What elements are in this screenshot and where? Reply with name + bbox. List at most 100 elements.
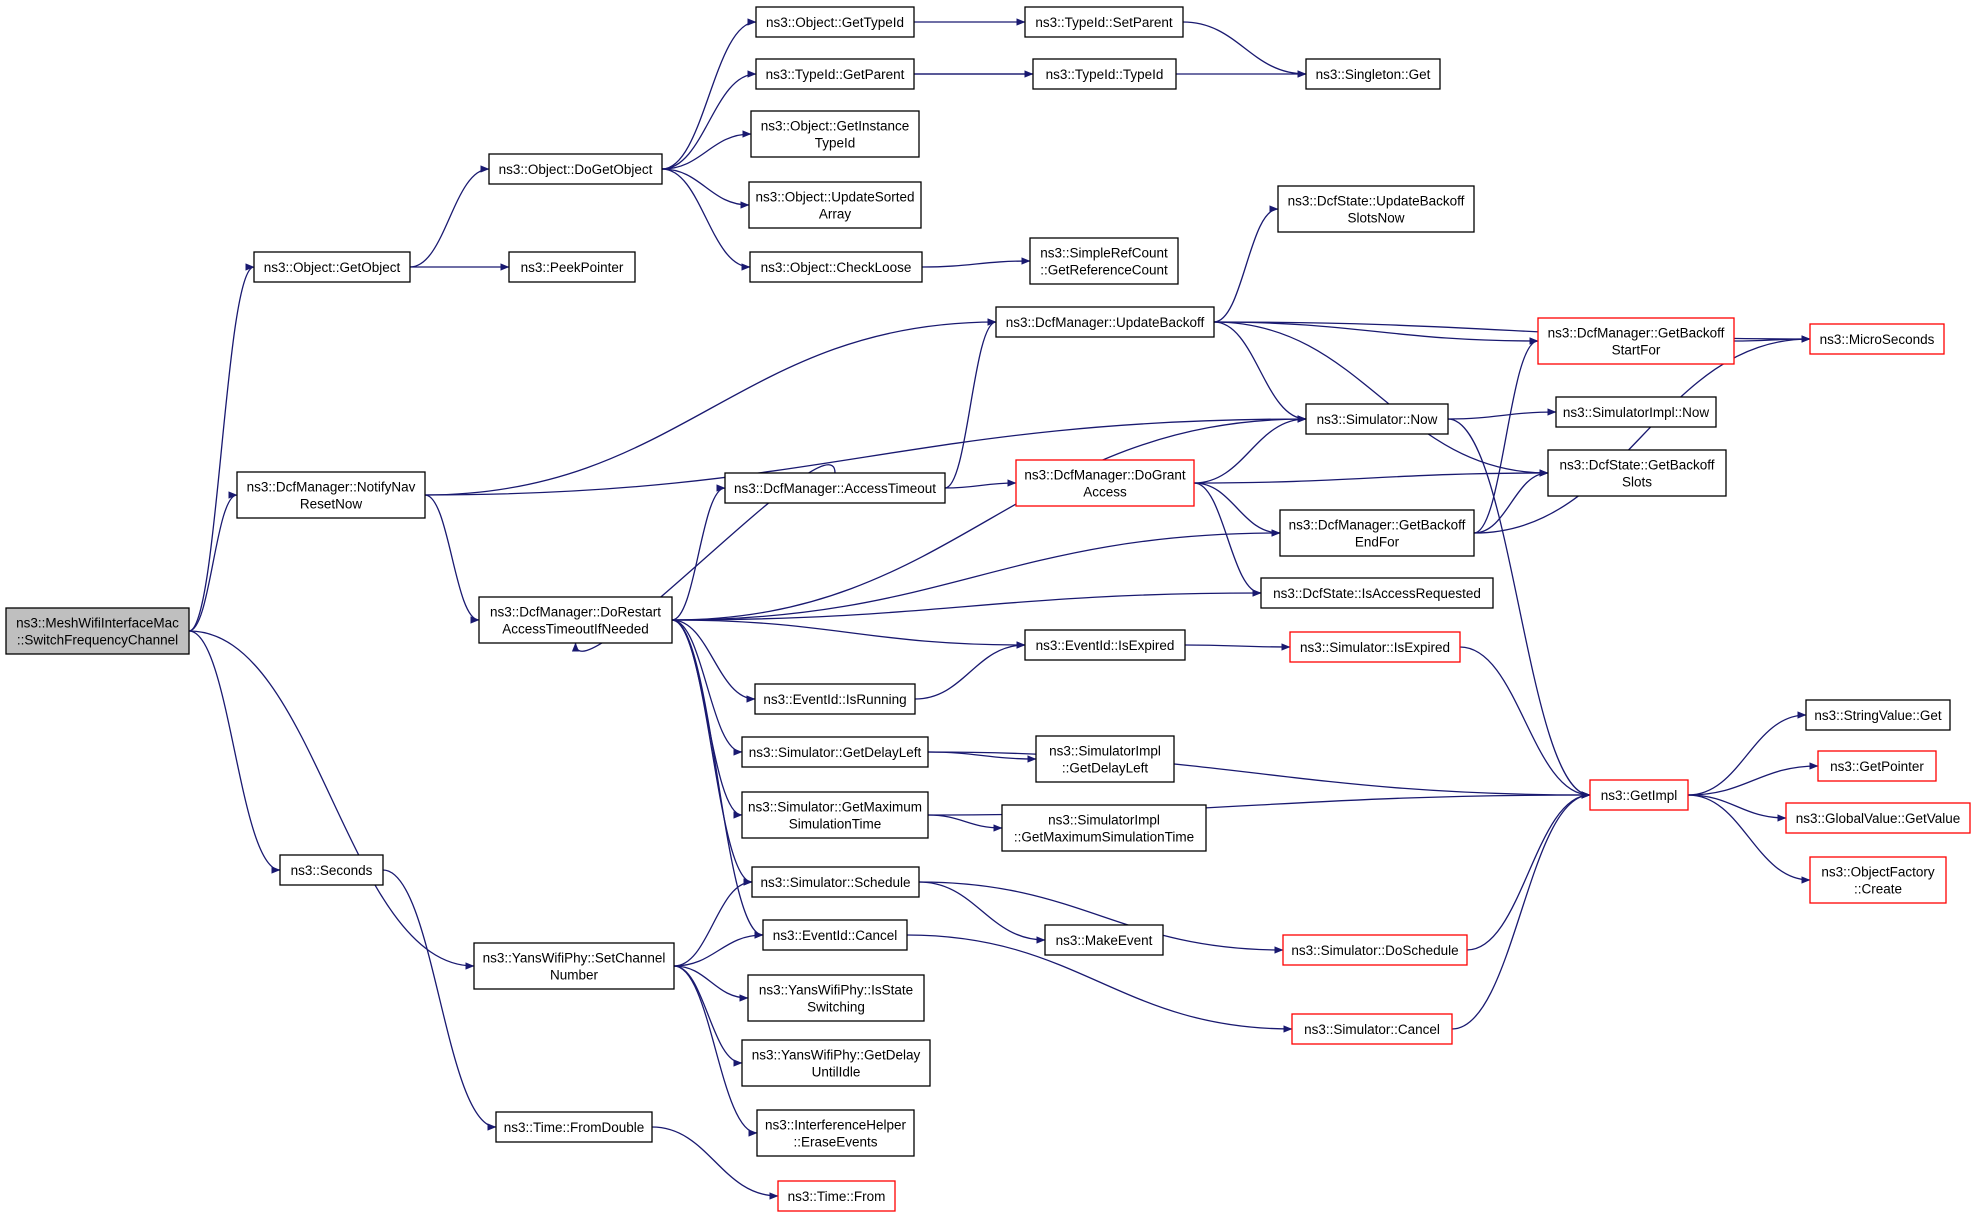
node-label-getinstancetypeid-0: ns3::Object::GetInstance (761, 119, 910, 134)
node-getdelayleft[interactable]: ns3::Simulator::GetDelayLeft (741, 736, 929, 768)
edge-notifynav-to-dorestart (424, 494, 480, 624)
node-label-makeevent-0: ns3::MakeEvent (1056, 933, 1153, 948)
node-simplerefcount[interactable]: ns3::SimpleRefCount::GetReferenceCount (1029, 237, 1179, 285)
node-objectfactorycreate[interactable]: ns3::ObjectFactory::Create (1809, 856, 1947, 904)
edge-updatebackoff-to-simulatornow (1213, 321, 1307, 423)
node-label-isaccessrequested-0: ns3::DcfState::IsAccessRequested (1273, 586, 1481, 601)
node-label-microseconds-0: ns3::MicroSeconds (1820, 332, 1935, 347)
edge-simulatornow-to-implnow (1447, 408, 1557, 420)
node-label-getobject-0: ns3::Object::GetObject (264, 260, 401, 275)
node-label-dograntaccess-0: ns3::DcfManager::DoGrant (1024, 468, 1186, 483)
node-schedule[interactable]: ns3::Simulator::Schedule (751, 866, 920, 898)
edge-root-to-getobject (188, 263, 255, 632)
node-peekpointer[interactable]: ns3::PeekPointer (508, 251, 636, 283)
node-gettypeid[interactable]: ns3::Object::GetTypeId (755, 6, 915, 38)
edge-dogetobject-to-typeidgetparent (661, 70, 757, 170)
edge-dorestart-to-accesstimeout (671, 484, 726, 621)
node-label-stringvalueget-0: ns3::StringValue::Get (1814, 708, 1942, 723)
node-box-gettypeid (755, 6, 915, 38)
node-eraseevents[interactable]: ns3::InterferenceHelper::EraseEvents (756, 1109, 915, 1157)
node-eventisexpired[interactable]: ns3::EventId::IsExpired (1024, 629, 1186, 661)
node-getobject[interactable]: ns3::Object::GetObject (253, 251, 411, 283)
node-updatebackoff[interactable]: ns3::DcfManager::UpdateBackoff (995, 306, 1215, 338)
edge-setchannel-to-eraseevents (673, 965, 758, 1137)
edge-getimpl-to-objectfactorycreate (1687, 794, 1811, 884)
node-box-checkloose (749, 251, 923, 283)
node-label-getmaxsimtime-0: ns3::Simulator::GetMaximum (748, 800, 922, 815)
node-root[interactable]: ns3::MeshWifiInterfaceMac::SwitchFrequen… (5, 607, 190, 655)
node-box-dorestart (478, 596, 673, 644)
node-microseconds[interactable]: ns3::MicroSeconds (1809, 323, 1945, 355)
node-makeevent[interactable]: ns3::MakeEvent (1044, 924, 1164, 956)
node-box-getmaxsimtime (741, 791, 929, 839)
node-box-singletonget (1305, 58, 1441, 90)
node-box-root (5, 607, 190, 655)
node-box-notifynav (236, 471, 426, 519)
node-globalvalueget[interactable]: ns3::GlobalValue::GetValue (1785, 802, 1971, 834)
node-box-microseconds (1809, 323, 1945, 355)
node-label-implgetmaxsimtime-1: ::GetMaximumSimulationTime (1014, 830, 1194, 845)
edge-dograntaccess-to-getbackoffslots (1193, 469, 1549, 484)
node-dorestart[interactable]: ns3::DcfManager::DoRestartAccessTimeoutI… (478, 596, 673, 644)
node-accesstimeout[interactable]: ns3::DcfManager::AccessTimeout (724, 472, 946, 504)
node-setparent[interactable]: ns3::TypeId::SetParent (1024, 6, 1184, 38)
edge-setchannel-to-getdelayuntilidle (673, 965, 743, 1067)
edge-checkloose-to-simplerefcount (921, 257, 1031, 268)
node-typeidtypeid[interactable]: ns3::TypeId::TypeId (1032, 58, 1177, 90)
node-isaccessrequested[interactable]: ns3::DcfState::IsAccessRequested (1260, 577, 1494, 609)
node-label-updatesortedarray-1: Array (819, 207, 852, 222)
node-label-objectfactorycreate-0: ns3::ObjectFactory (1821, 865, 1935, 880)
node-simisexpired[interactable]: ns3::Simulator::IsExpired (1289, 631, 1461, 663)
node-isrunning[interactable]: ns3::EventId::IsRunning (754, 683, 916, 715)
node-getimpl[interactable]: ns3::GetImpl (1589, 779, 1689, 811)
node-label-isrunning-0: ns3::EventId::IsRunning (763, 692, 906, 707)
node-implgetdelayleft[interactable]: ns3::SimulatorImpl::GetDelayLeft (1035, 735, 1175, 783)
node-dogetobject[interactable]: ns3::Object::DoGetObject (488, 153, 663, 185)
node-label-globalvalueget-0: ns3::GlobalValue::GetValue (1796, 811, 1961, 826)
node-label-getinstancetypeid-1: TypeId (815, 136, 856, 151)
node-box-makeevent (1044, 924, 1164, 956)
node-label-simplerefcount-0: ns3::SimpleRefCount (1040, 246, 1168, 261)
node-box-getdelayuntilidle (741, 1039, 931, 1087)
node-singletonget[interactable]: ns3::Singleton::Get (1305, 58, 1441, 90)
node-box-globalvalueget (1785, 802, 1971, 834)
node-box-simulatornow (1305, 403, 1449, 435)
node-box-typeidgetparent (755, 58, 915, 90)
node-doschedule[interactable]: ns3::Simulator::DoSchedule (1282, 934, 1468, 966)
node-timefrom[interactable]: ns3::Time::From (777, 1180, 896, 1212)
node-label-eraseevents-0: ns3::InterferenceHelper (765, 1118, 907, 1133)
node-checkloose[interactable]: ns3::Object::CheckLoose (749, 251, 923, 283)
node-label-getbackoffendfor-1: EndFor (1355, 535, 1400, 550)
node-fromdouble[interactable]: ns3::Time::FromDouble (495, 1111, 653, 1143)
node-seconds[interactable]: ns3::Seconds (279, 854, 384, 886)
node-label-typeidtypeid-0: ns3::TypeId::TypeId (1046, 67, 1164, 82)
node-label-root-0: ns3::MeshWifiInterfaceMac (16, 616, 179, 631)
node-box-seconds (279, 854, 384, 886)
node-layer: ns3::MeshWifiInterfaceMac::SwitchFrequen… (5, 6, 1971, 1212)
node-implgetmaxsimtime[interactable]: ns3::SimulatorImpl::GetMaximumSimulation… (1001, 804, 1207, 852)
node-getpointer[interactable]: ns3::GetPointer (1817, 750, 1937, 782)
node-getmaxsimtime[interactable]: ns3::Simulator::GetMaximumSimulationTime (741, 791, 929, 839)
node-simcancel[interactable]: ns3::Simulator::Cancel (1291, 1013, 1453, 1045)
edge-getmaxsimtime-to-implgetmaxsimtime (927, 814, 1003, 832)
edge-dorestart-to-eventcancel (671, 619, 764, 939)
edge-simcancel-to-getimpl (1451, 791, 1591, 1030)
node-eventcancel[interactable]: ns3::EventId::Cancel (762, 919, 908, 951)
node-implnow[interactable]: ns3::SimulatorImpl::Now (1555, 396, 1717, 428)
node-simulatornow[interactable]: ns3::Simulator::Now (1305, 403, 1449, 435)
node-stringvalueget[interactable]: ns3::StringValue::Get (1805, 699, 1951, 731)
edge-root-to-seconds (188, 630, 281, 874)
node-typeidgetparent[interactable]: ns3::TypeId::GetParent (755, 58, 915, 90)
